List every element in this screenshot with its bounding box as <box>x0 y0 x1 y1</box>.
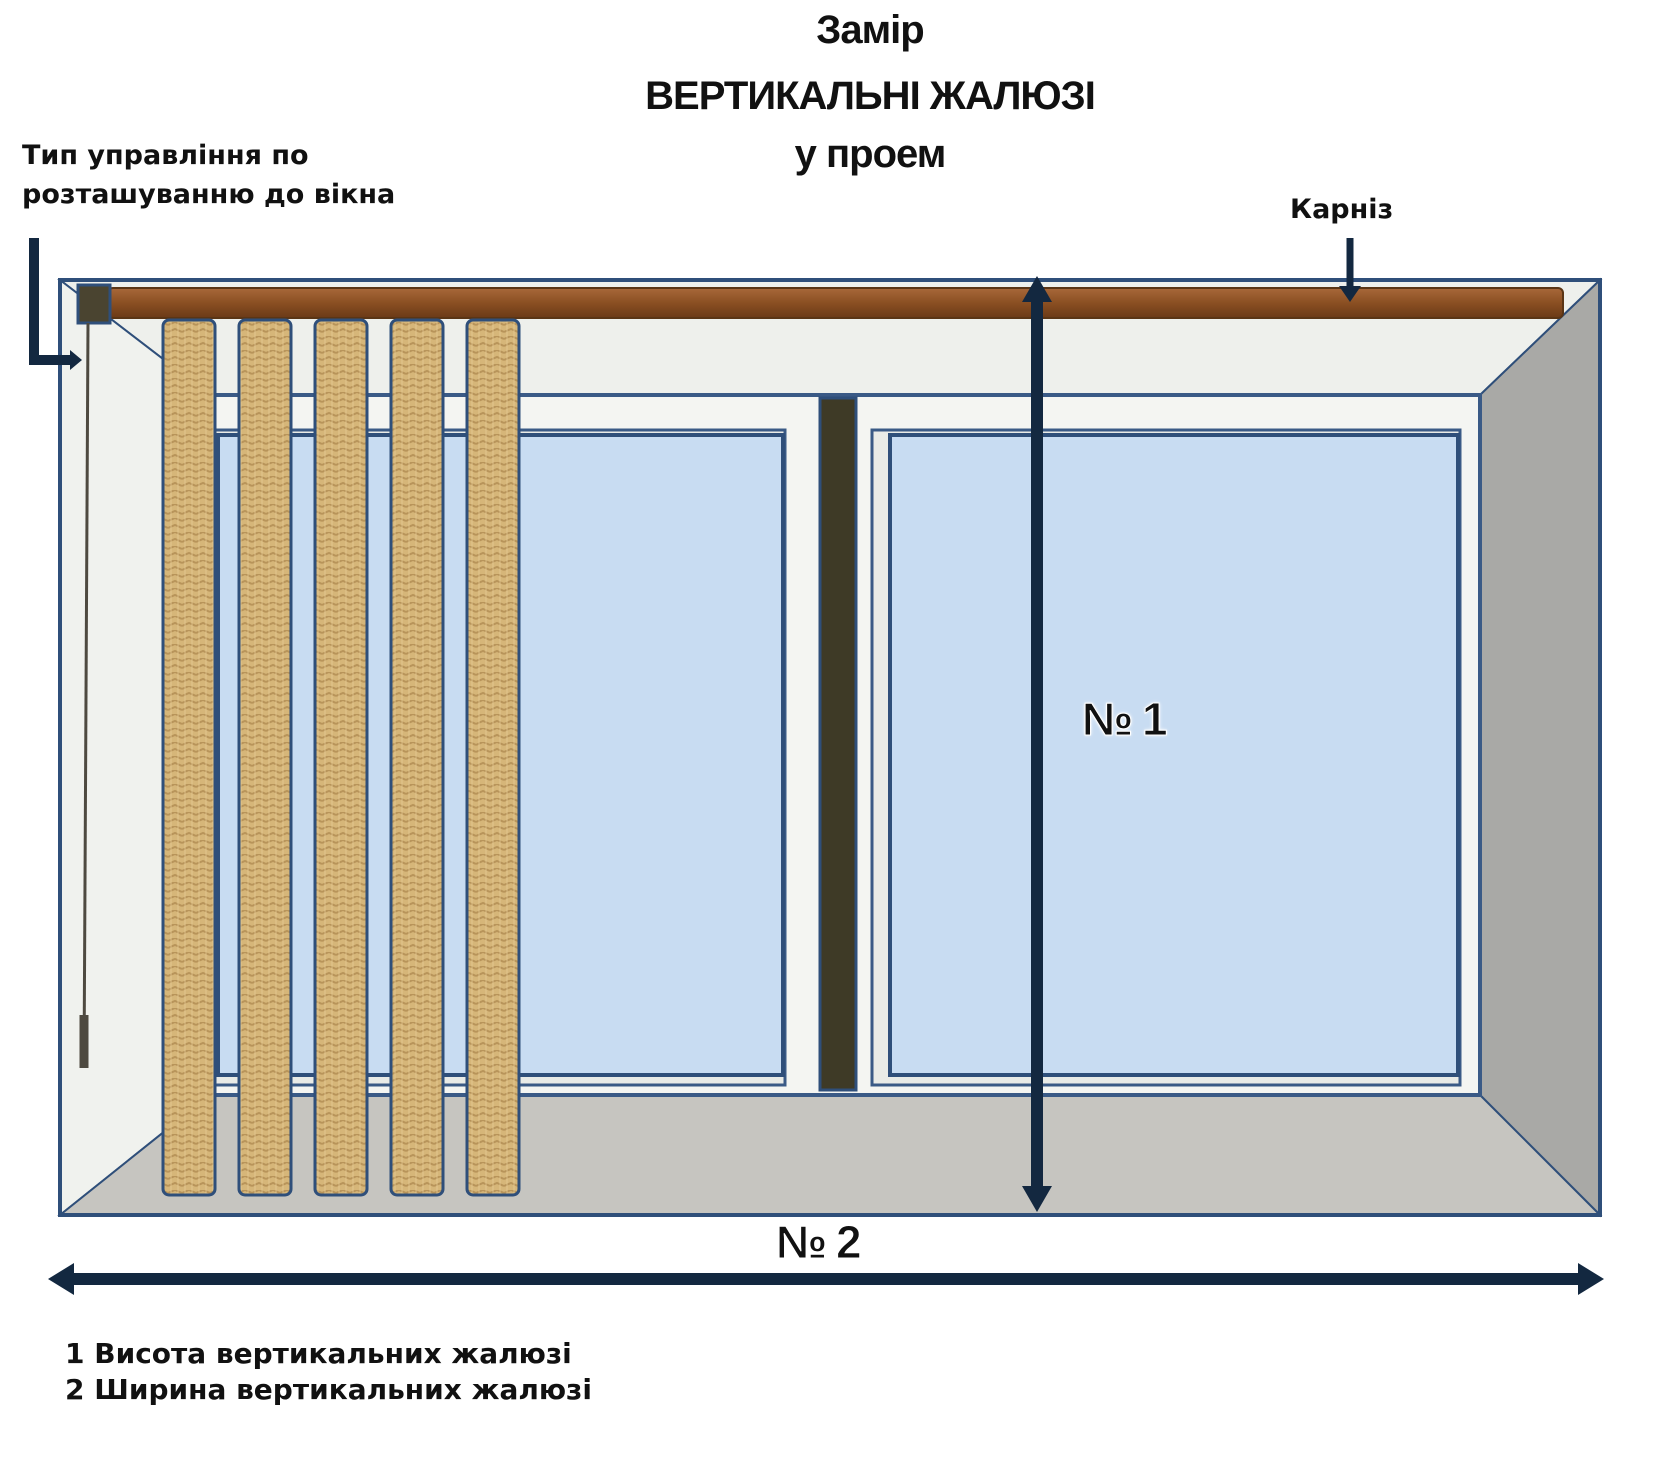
slat-5 <box>465 318 521 1197</box>
height-dimension-arrow <box>1022 276 1052 1212</box>
legend: 1 Висота вертикальних жалюзі 2 Ширина ве… <box>65 1336 592 1408</box>
center-mullion <box>818 396 858 1092</box>
slat-2 <box>237 318 293 1197</box>
diagram-subtitle: ВЕРТИКАЛЬНІ ЖАЛЮЗІ <box>645 74 1096 118</box>
width-dimension-label: № 2 <box>776 1216 863 1269</box>
slat-3 <box>313 318 369 1197</box>
legend-item-height: 1 Висота вертикальних жалюзі <box>65 1337 572 1370</box>
slat-4 <box>389 318 445 1197</box>
opening-outline <box>58 278 1602 1217</box>
width-dimension-arrow <box>48 1263 1604 1295</box>
vertical-slats <box>161 318 521 1197</box>
diagram-subtitle-mount: у проем <box>794 132 947 176</box>
headrail <box>76 283 1564 325</box>
rail-label: Карніз <box>1290 194 1394 225</box>
slat-1 <box>161 318 217 1197</box>
height-dimension-label: № 1 <box>1082 693 1169 746</box>
right-glass-pane <box>888 433 1460 1077</box>
diagram-title: Замір <box>816 8 924 52</box>
legend-item-width: 2 Ширина вертикальних жалюзі <box>65 1373 592 1406</box>
control-wand <box>79 322 90 1069</box>
rail-pointer-arrow <box>1339 238 1361 302</box>
headrail-end-cap <box>76 283 112 325</box>
control-pointer-arrow <box>29 238 82 370</box>
control-type-label-line2: розташуванню до вікна <box>22 179 396 210</box>
control-type-label: Тип управління по розташуванню до вікна <box>22 136 395 214</box>
reveal-right <box>1479 277 1601 1218</box>
control-type-label-line1: Тип управління по <box>22 140 309 171</box>
